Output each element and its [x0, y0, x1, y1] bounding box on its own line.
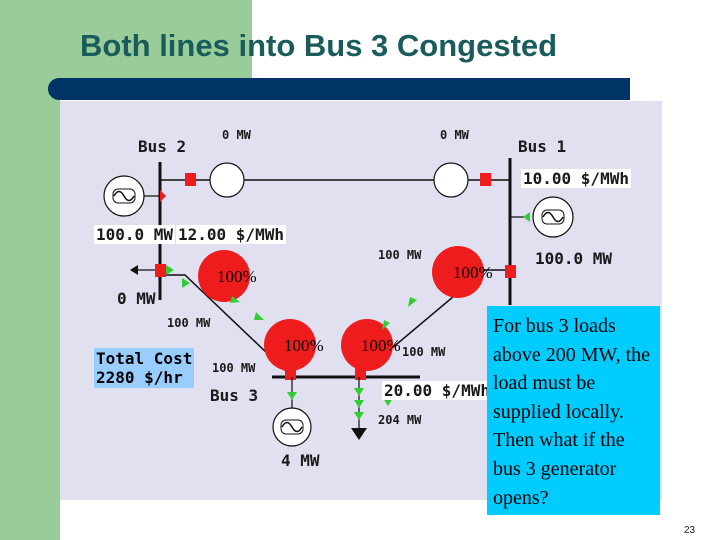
line-loading-top-right-pie — [432, 246, 484, 298]
breaker-bus1-line[interactable] — [505, 265, 516, 278]
page-title: Both lines into Bus 3 Congested — [80, 28, 558, 63]
flow-line-2-3: 100 MW — [167, 316, 211, 330]
breaker-bus2-load[interactable] — [155, 264, 166, 277]
page-number: 23 — [684, 525, 696, 536]
loading-top-left-text: 100% — [217, 267, 257, 286]
line-loading-top-left-pie — [198, 250, 250, 302]
bus2-label: Bus 2 — [138, 137, 187, 156]
bus2-gen-arrow-icon — [160, 190, 166, 202]
breaker-bus3-left[interactable] — [285, 367, 296, 380]
bus3-price: 20.00 $/MWh — [382, 381, 492, 400]
bus3-load-arrow-icon — [351, 428, 367, 440]
breaker-bus3-right[interactable] — [355, 367, 366, 380]
total-cost-label: Total Cost — [96, 349, 193, 368]
gen-bus2-output: 0 MW — [117, 289, 156, 308]
total-cost-box: Total Cost 2280 $/hr — [94, 348, 195, 388]
generator-top-right-icon[interactable] — [433, 162, 469, 198]
bus3-load-value: 204 MW — [378, 413, 422, 427]
flow-line-3-right: 100 MW — [402, 345, 446, 359]
title-underline-bar — [48, 78, 630, 100]
flow-line-3-left: 100 MW — [212, 361, 256, 375]
breaker-top-left[interactable] — [185, 173, 196, 186]
line-loading-bottom-right-pie — [341, 319, 393, 371]
explanation-note: For bus 3 loads above 200 MW, the load m… — [487, 306, 660, 515]
generator-top-left-icon[interactable] — [209, 162, 245, 198]
gen-bus3-output: 4 MW — [281, 451, 320, 470]
line-bus1-bus3 — [359, 269, 510, 376]
loading-top-right-text: 100% — [453, 263, 493, 282]
bus2-load-arrow-icon — [130, 265, 138, 275]
bus1-label: Bus 1 — [518, 137, 567, 156]
loading-bottom-left-text: 100% — [284, 336, 324, 355]
bus3-label: Bus 3 — [210, 386, 259, 405]
bus2-load-value: 100.0 MW — [94, 225, 176, 244]
flow-line-1-2: 100 MW — [378, 248, 422, 262]
line-loading-bottom-left-pie — [264, 319, 316, 371]
loading-bottom-right-text: 100% — [361, 336, 401, 355]
bus1-load-value: 100.0 MW — [535, 249, 613, 268]
total-cost-value: 2280 $/hr — [96, 368, 183, 387]
line-bus2-bus3 — [160, 274, 291, 376]
breaker-top-right[interactable] — [480, 173, 491, 186]
gen-top-right-output: 0 MW — [440, 128, 469, 142]
title-accent-block — [0, 0, 252, 78]
bus2-price: 12.00 $/MWh — [176, 225, 286, 244]
gen-top-left-output: 0 MW — [222, 128, 251, 142]
bus1-price: 10.00 $/MWh — [521, 169, 631, 188]
